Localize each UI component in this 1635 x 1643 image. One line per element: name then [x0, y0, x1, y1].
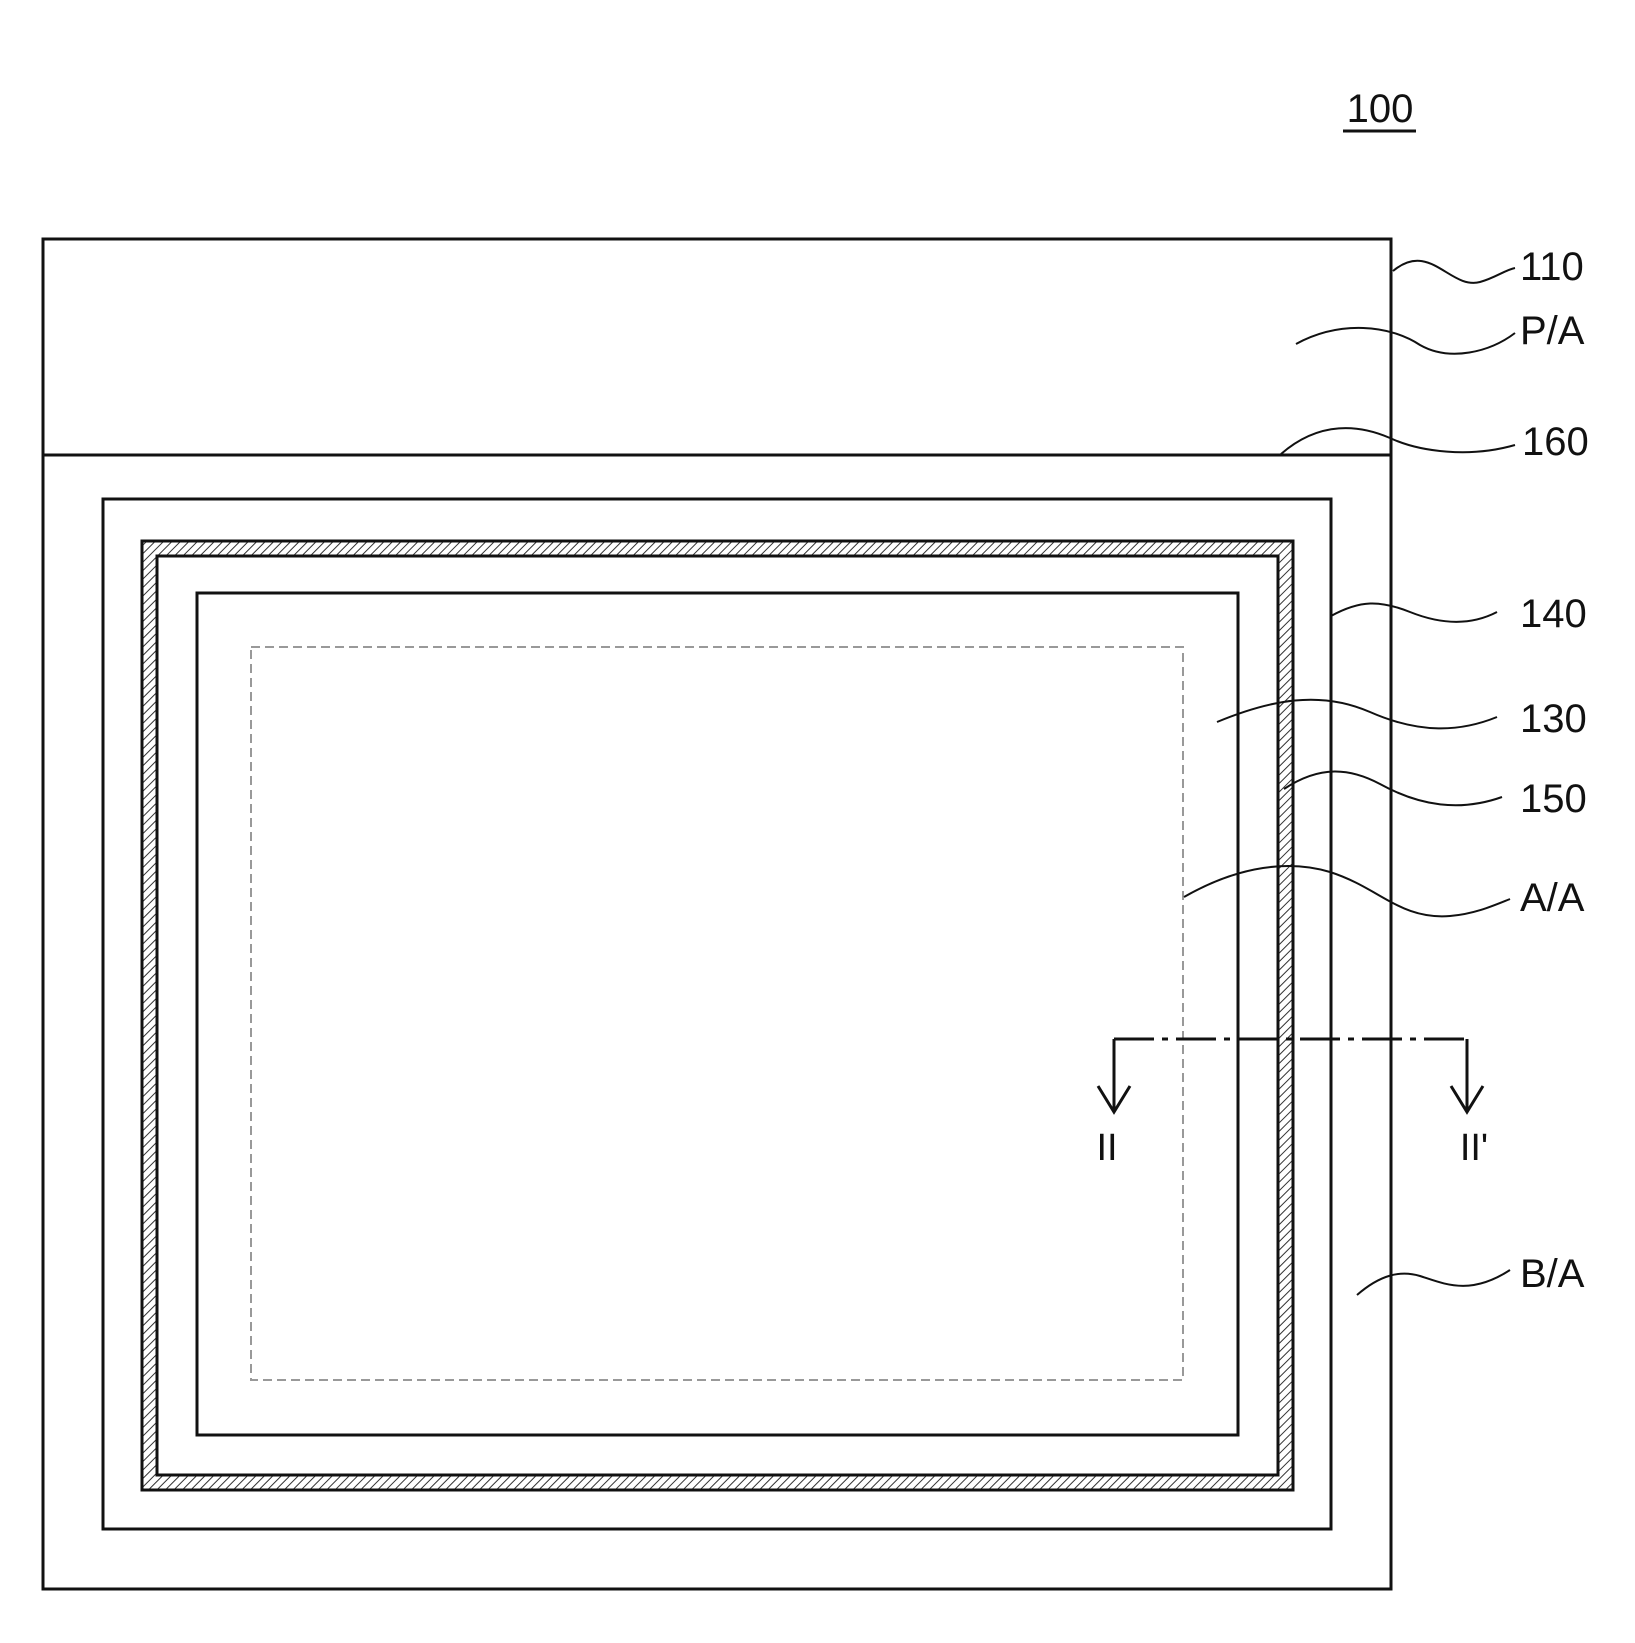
hatched-ring: [142, 541, 1293, 1490]
substrate-outline: [43, 239, 1391, 1589]
label-ba: B/A: [1520, 1252, 1585, 1296]
section-start-label: II: [1096, 1127, 1117, 1169]
label-150: 150: [1520, 777, 1587, 821]
leader-line-pa: [1296, 328, 1515, 354]
label-110: 110: [1520, 245, 1584, 289]
active-area-outline: [251, 647, 1183, 1380]
label-130: 130: [1520, 697, 1587, 741]
section-end-label: II': [1460, 1127, 1488, 1169]
leader-line-160: [1281, 428, 1515, 454]
leader-line-110: [1393, 261, 1515, 283]
inner-frame: [197, 593, 1238, 1435]
label-aa: A/A: [1520, 876, 1585, 920]
hatched-ring-inner-edge: [157, 556, 1278, 1475]
leader-line-140: [1331, 603, 1497, 621]
leader-line-150: [1284, 771, 1502, 805]
leader-line-ba: [1357, 1270, 1510, 1295]
label-160: 160: [1522, 420, 1589, 464]
leader-line-aa: [1184, 866, 1510, 916]
figure-number: 100: [1347, 87, 1414, 131]
label-140: 140: [1520, 592, 1587, 636]
label-pa: P/A: [1520, 309, 1585, 353]
leader-line-130: [1217, 700, 1497, 729]
hatched-ring-outer-edge: [142, 541, 1293, 1490]
outer-frame: [103, 499, 1331, 1529]
